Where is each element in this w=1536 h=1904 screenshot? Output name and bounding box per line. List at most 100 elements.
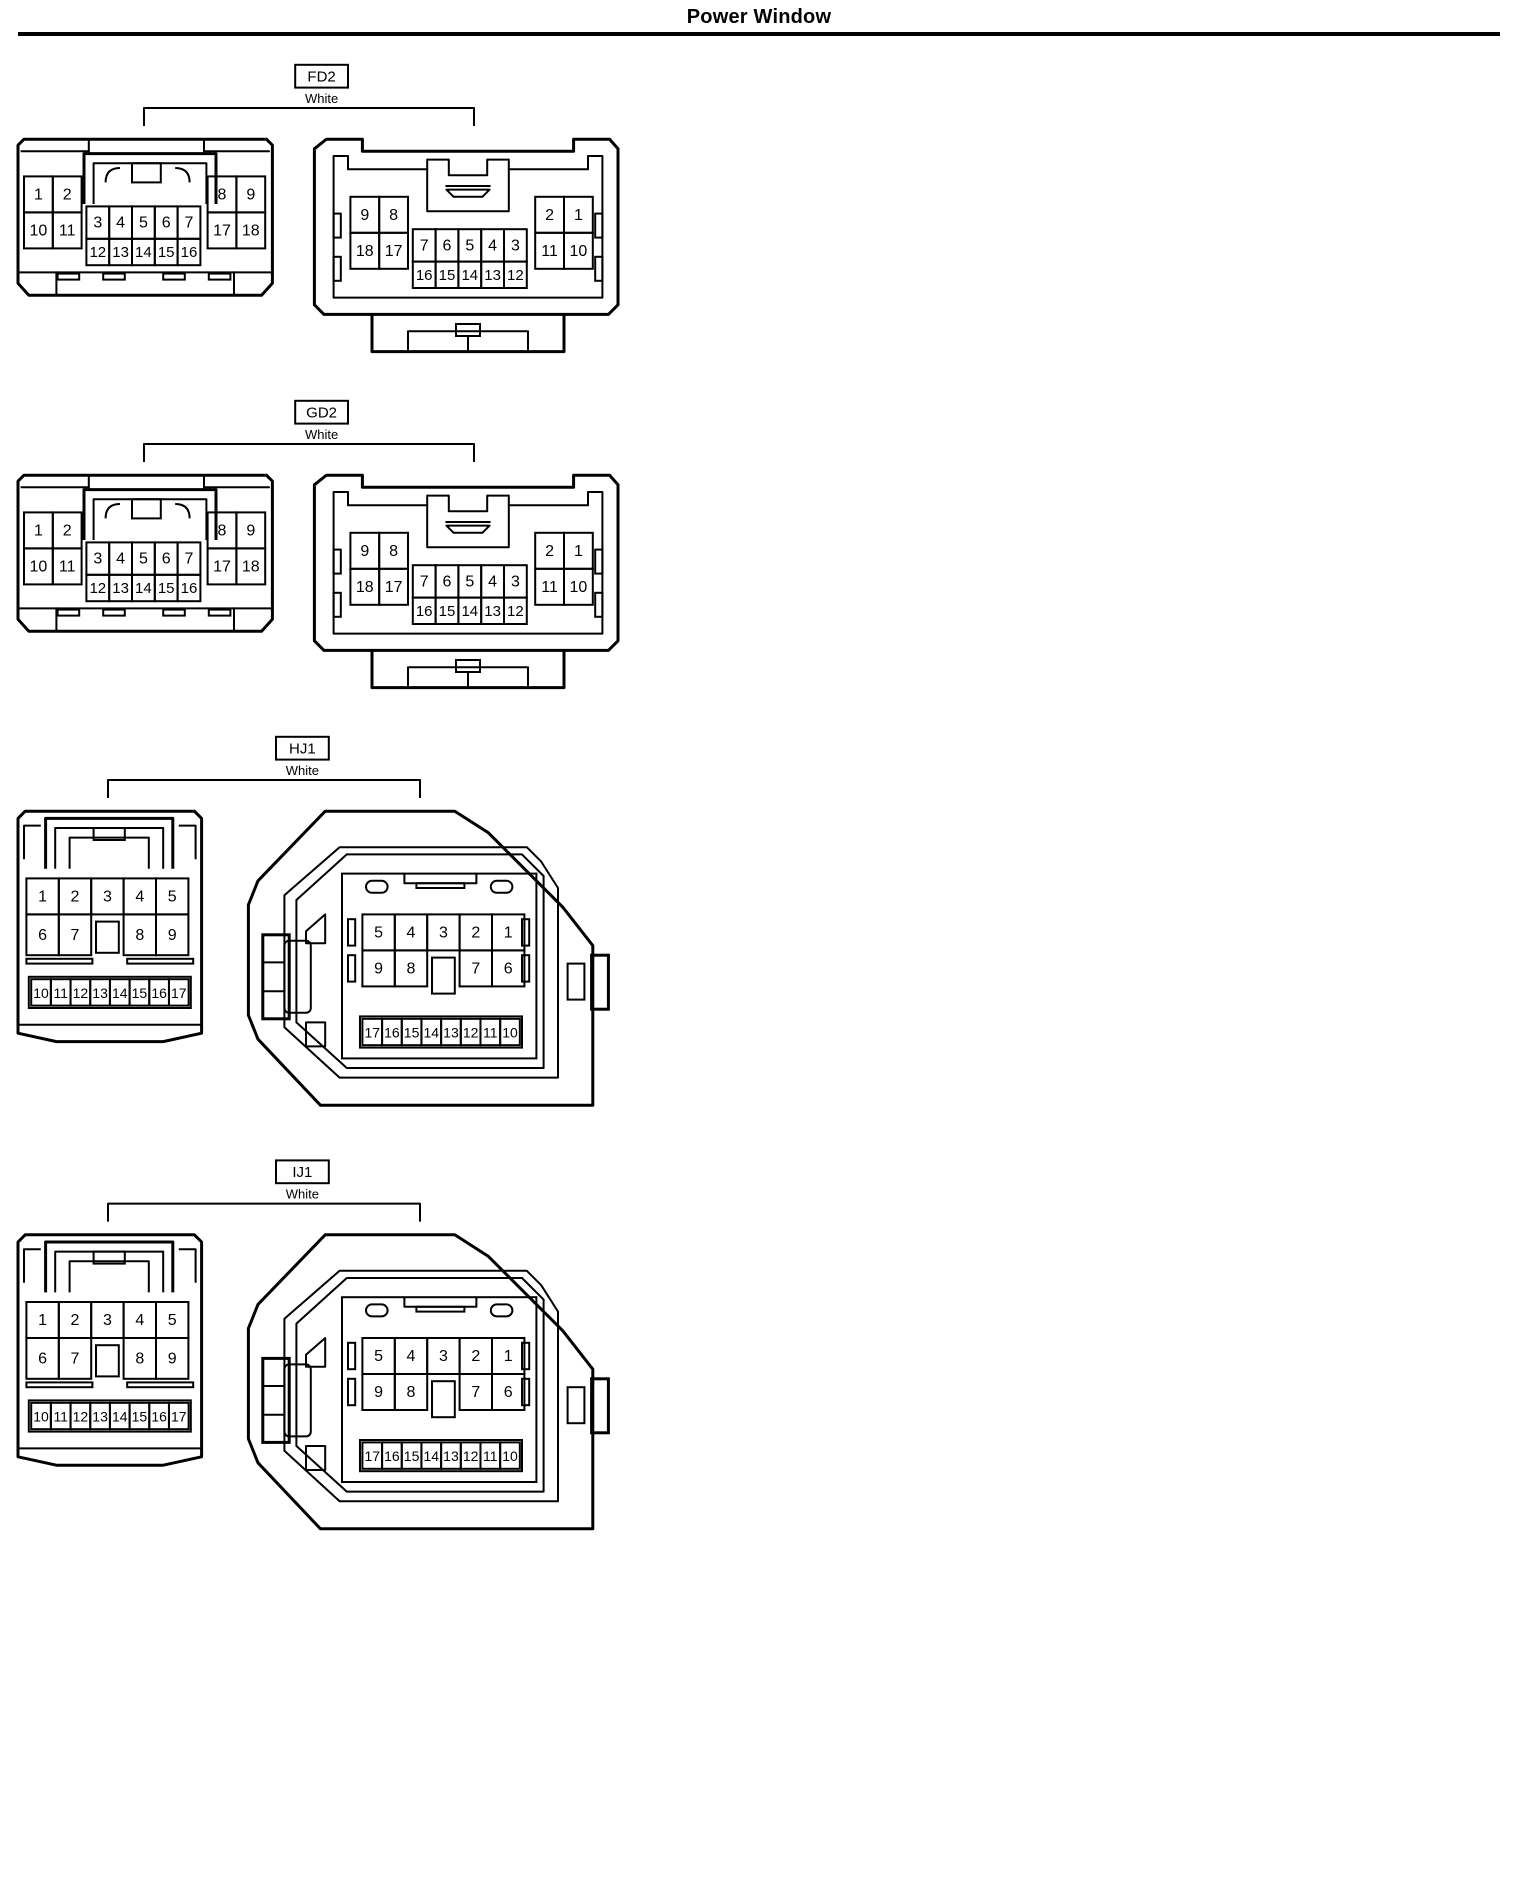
connector-color: White [286, 1187, 319, 1202]
pin-number: 10 [33, 1409, 49, 1425]
pin-number: 7 [420, 238, 429, 255]
lock-curve [104, 503, 121, 519]
right-view-inner [332, 491, 604, 635]
pin-number: 6 [162, 551, 171, 568]
pin-number: 8 [389, 543, 398, 560]
divider-bar [25, 1381, 94, 1389]
right-view-housing [312, 137, 620, 316]
pin-number: 15 [158, 244, 175, 261]
pin-number: 6 [38, 1351, 47, 1368]
pin-number: 13 [92, 1409, 108, 1425]
peg-slot [489, 879, 514, 894]
pin-number: 15 [439, 267, 456, 284]
pin-number: 12 [89, 580, 106, 597]
connector-code-box [294, 399, 350, 425]
pin-number: 7 [71, 1351, 80, 1368]
pin-cell [491, 949, 526, 988]
latch-slot [56, 608, 81, 617]
lock-frame [44, 816, 175, 869]
pin-number: 13 [92, 985, 108, 1001]
pin-number: 15 [439, 603, 456, 620]
pin-number: 3 [103, 889, 112, 906]
lock-curve [175, 503, 191, 519]
pin-cell [235, 211, 267, 250]
connector-code-box [275, 735, 330, 761]
pin-number: 3 [511, 238, 520, 255]
pin-number: 15 [404, 1025, 420, 1041]
pin-number: 3 [439, 1348, 448, 1365]
latch-tab [455, 659, 481, 673]
pin-number: 1 [34, 187, 43, 204]
top-notch-bar [415, 882, 466, 890]
pin-number: 16 [384, 1025, 400, 1041]
pin-number: 3 [511, 574, 520, 591]
pin-number: 9 [360, 543, 369, 560]
pin-cell [393, 949, 429, 988]
pin-number: 9 [246, 187, 255, 204]
lock-tab [445, 188, 491, 198]
pin-number: 16 [151, 985, 167, 1001]
pin-number: 18 [242, 559, 260, 576]
side-slot [332, 255, 342, 282]
pin-number: 4 [407, 925, 416, 942]
pin-number: 5 [168, 1312, 177, 1329]
lock-curve [175, 167, 191, 183]
latch-slot [102, 608, 126, 617]
pin-cell [155, 913, 190, 957]
pin-number: 14 [423, 1025, 439, 1041]
peg-slot [365, 879, 389, 894]
divider-bar [126, 1381, 195, 1389]
title-rule [18, 32, 1500, 36]
pin-number: 5 [139, 215, 148, 232]
pin-number: 6 [162, 215, 171, 232]
pin-cell [499, 1017, 521, 1047]
lock-frame [82, 152, 218, 204]
left-view-housing [16, 1233, 204, 1467]
pin-number: 10 [30, 559, 48, 576]
pin-cell [563, 567, 594, 606]
pin-cell [235, 547, 267, 586]
pin-number: 6 [504, 961, 513, 978]
pin-cell [167, 978, 190, 1007]
pin-number: 1 [574, 543, 583, 560]
pin-number: 7 [420, 574, 429, 591]
latch-slot [162, 272, 186, 281]
pin-number: 8 [218, 187, 227, 204]
pin-number: 15 [132, 1409, 148, 1425]
pin-number: 14 [112, 1409, 128, 1425]
pin-number: 7 [185, 215, 194, 232]
right-view-housing [246, 1233, 595, 1531]
pin-cell [155, 1337, 190, 1380]
pin-number: 14 [135, 580, 152, 597]
side-slot [566, 962, 586, 1001]
pin-number: 16 [416, 267, 433, 284]
pin-number: 12 [463, 1448, 479, 1464]
connector-color: White [305, 91, 338, 106]
side-slot [332, 548, 342, 575]
corner-triangle [305, 1021, 327, 1048]
pin-number: 7 [71, 927, 80, 944]
right-view-housing [246, 809, 595, 1107]
pin-cell [51, 211, 83, 250]
side-slot [347, 954, 357, 983]
pin-number: 2 [471, 1348, 480, 1365]
pin-number: 5 [139, 551, 148, 568]
side-latch-inner [283, 1363, 312, 1438]
pin-number: 4 [116, 551, 125, 568]
corner-triangle [305, 913, 327, 945]
pin-number: 10 [502, 1448, 518, 1464]
connector-bracket [107, 1202, 421, 1222]
pin-number: 1 [38, 1312, 47, 1329]
pin-number: 12 [463, 1025, 479, 1041]
pin-number: 16 [384, 1448, 400, 1464]
divider-bar [25, 957, 94, 965]
latch-slot [56, 272, 81, 281]
right-view-inner [295, 1277, 545, 1493]
bottom-row-frame [359, 1015, 523, 1049]
latch-slot [162, 608, 186, 617]
pin-number: 11 [483, 1025, 498, 1041]
pin-number: 10 [30, 223, 48, 240]
right-latch [590, 1377, 610, 1435]
